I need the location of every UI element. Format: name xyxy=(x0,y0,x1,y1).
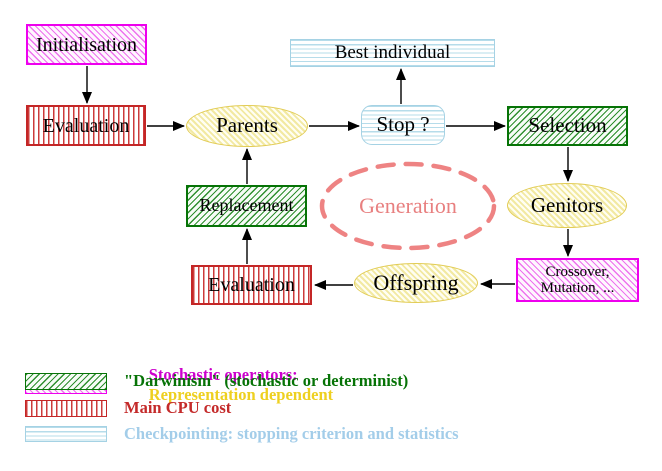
legend-item-darwinism: "Darwinism" (stochastic or determinist) xyxy=(25,371,408,391)
node-evaluation-bottom: Evaluation xyxy=(191,265,312,305)
legend-label-representation: Representation dependent xyxy=(148,385,334,404)
legend-label-stochastic: Stochastic operators: xyxy=(148,365,298,384)
green-diagonal-hatch-swatch xyxy=(25,372,107,390)
blue-horizontal-stripes-swatch xyxy=(25,426,107,442)
legend-label-checkpointing: Checkpointing: stopping criterion and st… xyxy=(124,424,459,443)
crossover-line2: Mutation, ... xyxy=(540,280,615,296)
node-parents: Parents xyxy=(186,105,308,147)
generation-dashed-ellipse xyxy=(319,161,497,251)
node-offspring: Offspring xyxy=(354,263,478,303)
generation-label: Generation xyxy=(359,193,457,218)
node-genitors: Genitors xyxy=(507,183,627,228)
legend-label-darwinism: "Darwinism" (stochastic or determinist) xyxy=(124,371,409,390)
node-replacement: Replacement xyxy=(186,185,307,227)
node-selection: Selection xyxy=(507,106,628,146)
node-initialisation: Initialisation xyxy=(26,24,147,65)
crossover-line1: Crossover, xyxy=(545,263,610,280)
legend-label-cpu-cost: Main CPU cost xyxy=(124,398,232,417)
node-best-individual: Best individual xyxy=(290,39,495,67)
node-evaluation-top: Evaluation xyxy=(26,105,146,146)
node-crossover-mutation: Crossover, Mutation, ... xyxy=(516,258,639,302)
legend-item-checkpointing: Checkpointing: stopping criterion and st… xyxy=(25,424,459,444)
legend-item-cpu-cost: Main CPU cost xyxy=(25,398,231,418)
node-stop: Stop ? xyxy=(361,105,445,145)
red-vertical-stripes-swatch xyxy=(25,399,107,417)
